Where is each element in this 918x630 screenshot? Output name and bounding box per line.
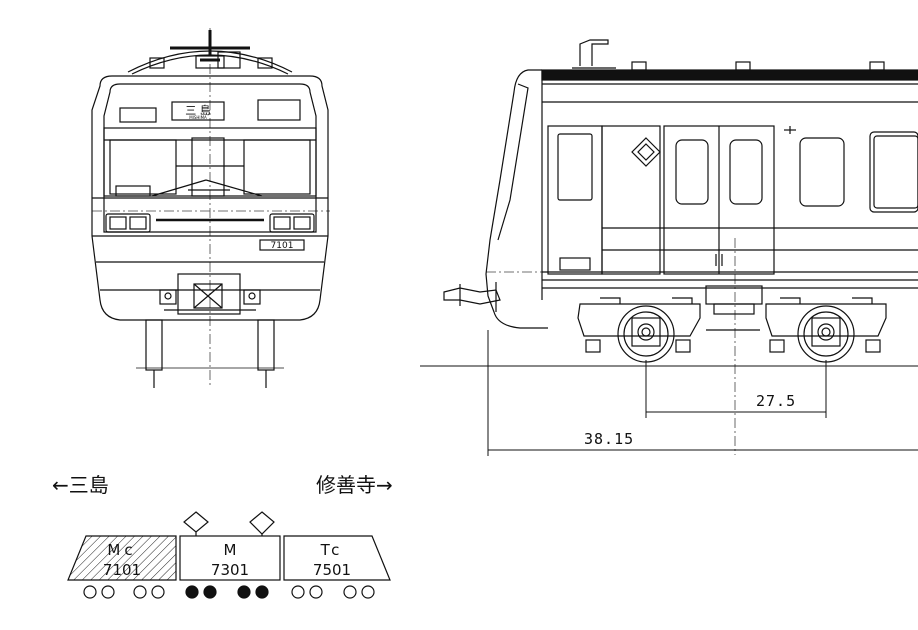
side-cab-profile — [485, 69, 548, 329]
side-coupler — [443, 287, 501, 305]
axle-unpowered — [291, 585, 305, 599]
destination-sign-box — [171, 101, 225, 121]
side-pantograph — [579, 39, 609, 66]
axle-powered — [185, 585, 199, 599]
axle-unpowered — [133, 585, 147, 599]
destination-sign-roman: MISHIMA — [189, 115, 207, 120]
pantograph-icon — [183, 511, 209, 533]
formation-diagram — [67, 511, 391, 599]
cab-door-window — [557, 133, 593, 201]
side-view — [420, 39, 918, 455]
car-type-tc: Tc — [320, 541, 344, 559]
car-number-plate-text: 7101 — [271, 241, 294, 251]
roof — [541, 69, 918, 81]
side-bogie-front — [577, 297, 701, 363]
car-number-m: 7301 — [211, 561, 249, 579]
axle-unpowered — [343, 585, 357, 599]
front-view — [91, 28, 330, 388]
front-truck-left — [145, 319, 163, 371]
car-mc — [67, 535, 177, 581]
side-window — [799, 137, 845, 207]
front-body-outline — [91, 75, 329, 321]
car-type-mc: Mc — [107, 541, 136, 559]
front-coupler — [159, 273, 261, 315]
car-number-tc: 7501 — [313, 561, 351, 579]
car-type-m: M — [224, 541, 237, 559]
front-marker-window-left — [119, 107, 157, 123]
dimension-38-15: 38.15 — [584, 430, 634, 448]
underfloor-box — [705, 285, 763, 305]
axle-unpowered — [83, 585, 97, 599]
axle-unpowered — [361, 585, 375, 599]
emblem-icon — [631, 137, 661, 167]
axle-unpowered — [101, 585, 115, 599]
dimension-lines — [487, 330, 918, 456]
car-m — [179, 535, 281, 581]
dimension-27-5: 27.5 — [756, 392, 796, 410]
front-marker-window-right — [257, 99, 301, 121]
pantograph-icon — [249, 511, 275, 535]
roof-equipment — [127, 30, 293, 75]
axle-unpowered — [151, 585, 165, 599]
axle-unpowered — [309, 585, 323, 599]
side-bogie-rear — [765, 297, 887, 363]
axle-powered — [237, 585, 251, 599]
headlight-left — [105, 213, 151, 233]
front-truck-right — [257, 319, 275, 371]
direction-left-label: ←三島 — [52, 473, 109, 497]
car-number-plate — [259, 239, 305, 251]
axle-powered — [203, 585, 217, 599]
axle-powered — [255, 585, 269, 599]
direction-right-label: 修善寺→ — [316, 473, 393, 497]
destination-sign-text: 三 島 — [185, 103, 211, 117]
headlight-right — [269, 213, 315, 233]
car-tc — [283, 535, 391, 581]
car-number-mc: 7101 — [103, 561, 141, 579]
